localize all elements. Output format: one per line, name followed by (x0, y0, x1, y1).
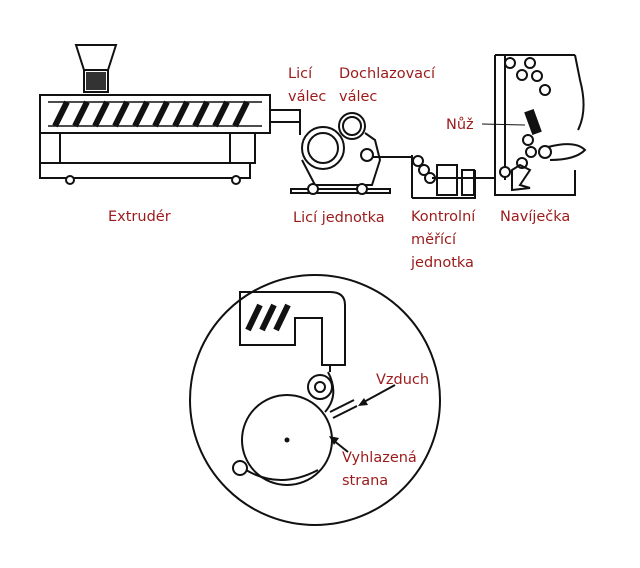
label-measuring-unit-line3: jednotka (410, 255, 474, 271)
label-measuring-unit-line1: Kontrolní (411, 209, 476, 225)
casting-unit (290, 112, 413, 195)
measuring-unit (411, 155, 495, 199)
label-chill-roll-line1: Dochlazovací (339, 66, 436, 82)
label-winder: Navíječka (500, 209, 570, 225)
winder (481, 54, 587, 196)
label-extruder: Extrudér (108, 209, 171, 225)
detail-view (189, 274, 441, 526)
extruder (39, 44, 301, 185)
label-smooth-side-line1: Vyhlazená (342, 450, 417, 466)
label-air: Vzduch (376, 372, 429, 388)
label-smooth-side-line2: strana (342, 473, 388, 489)
label-casting-roll-line1: Licí (288, 66, 313, 82)
label-casting-roll-line2: válec (288, 89, 326, 105)
label-measuring-unit-line2: měřící (411, 232, 457, 248)
label-knife: Nůž (446, 117, 474, 133)
label-chill-roll-line2: válec (339, 89, 377, 105)
label-casting-unit: Licí jednotka (293, 210, 385, 226)
